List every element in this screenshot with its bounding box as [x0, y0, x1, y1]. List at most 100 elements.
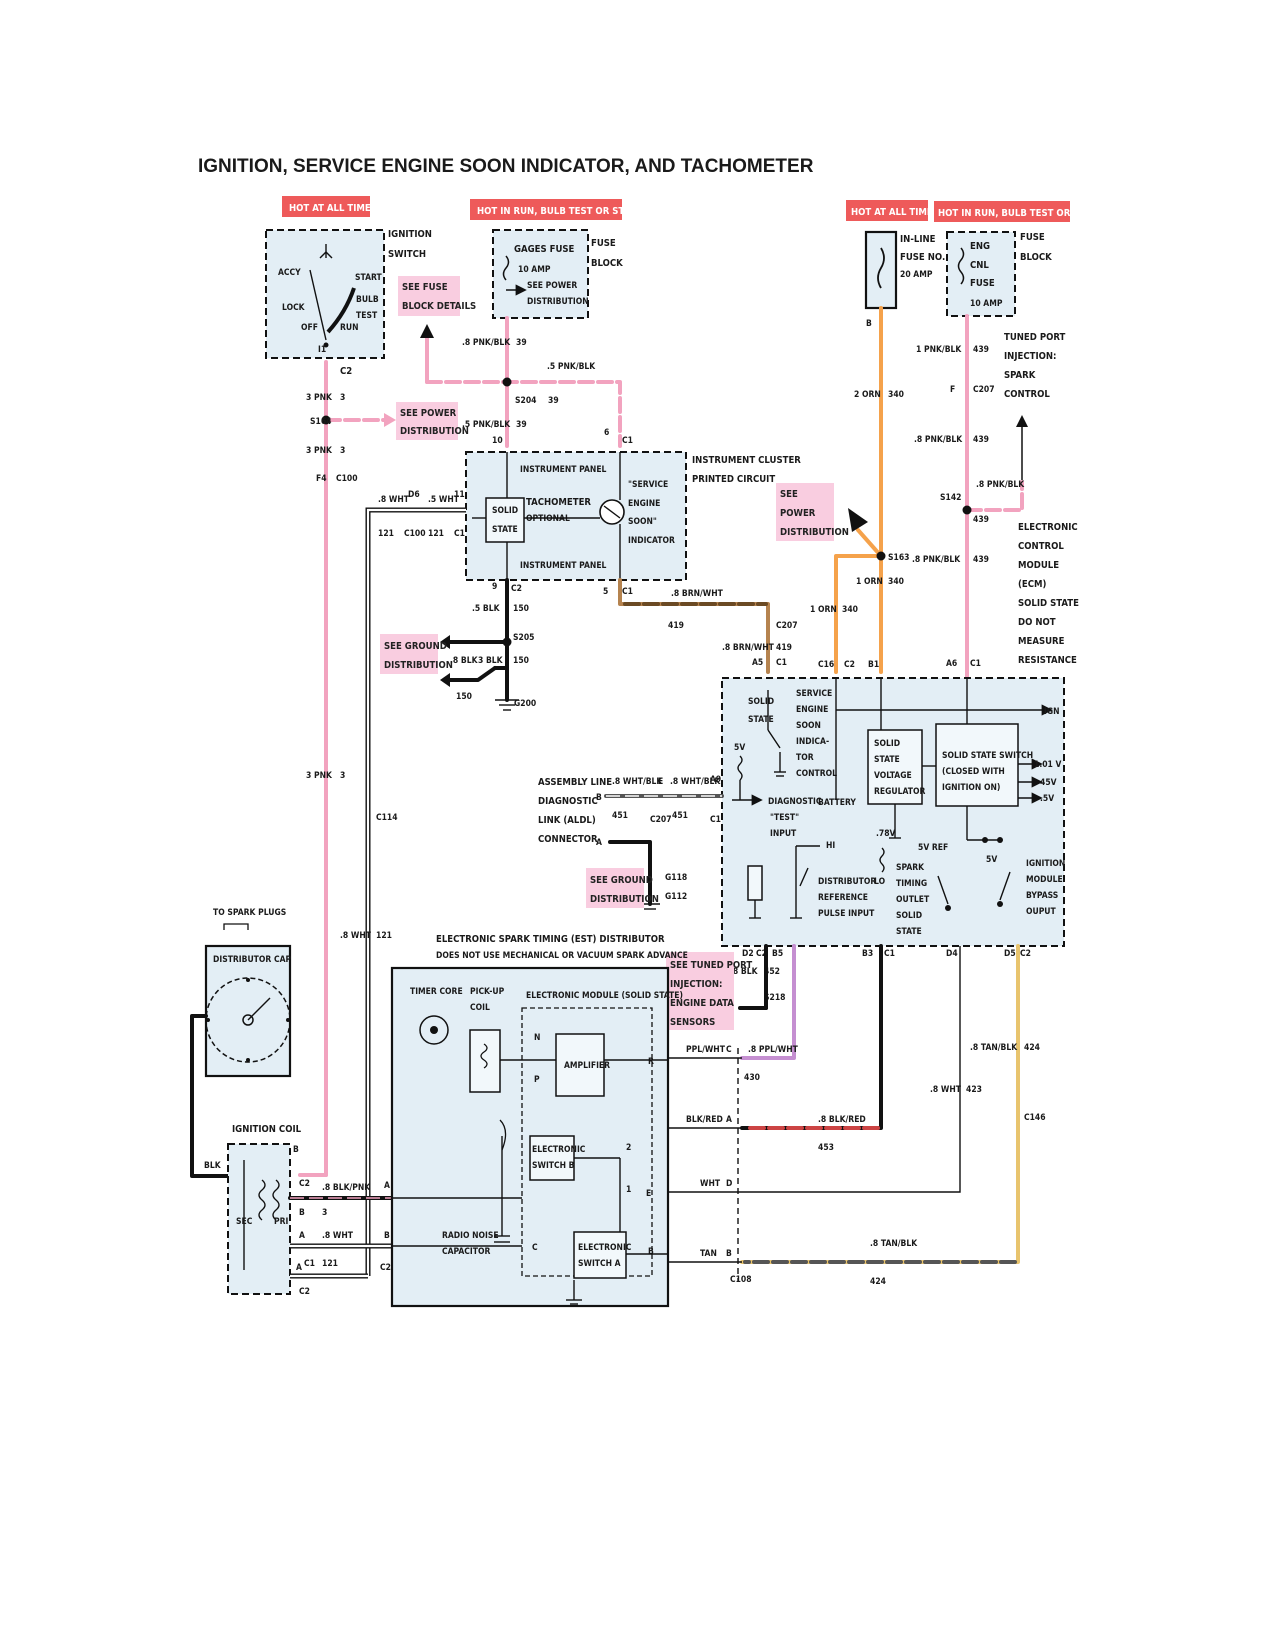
svg-text:CONTROL: CONTROL	[1018, 541, 1064, 552]
svg-text:R: R	[648, 1057, 654, 1067]
svg-text:TO SPARK PLUGS: TO SPARK PLUGS	[213, 908, 286, 918]
svg-text:5V: 5V	[986, 855, 997, 865]
svg-text:C2: C2	[1020, 949, 1031, 959]
svg-text:BLOCK DETAILS: BLOCK DETAILS	[402, 301, 476, 312]
svg-text:TACHOMETER: TACHOMETER	[526, 497, 591, 508]
lower-wire-labels: PPL/WHT C .8 PPL/WHT 430 BLK/RED A .8 BL…	[686, 1043, 1046, 1287]
svg-text:IGNITION: IGNITION	[1026, 859, 1065, 869]
svg-text:121: 121	[376, 931, 392, 941]
svg-text:PICK-UP: PICK-UP	[470, 987, 505, 997]
svg-text:C2: C2	[511, 584, 522, 594]
svg-text:IGNITION: IGNITION	[388, 229, 432, 240]
c108-connector-line	[668, 1048, 742, 1282]
svg-text:20 AMP: 20 AMP	[900, 270, 933, 280]
svg-text:340: 340	[888, 390, 904, 400]
svg-text:PRINTED CIRCUIT: PRINTED CIRCUIT	[692, 474, 775, 485]
svg-text:11: 11	[454, 490, 465, 500]
svg-text:CNL: CNL	[970, 260, 989, 271]
svg-text:SWITCH B: SWITCH B	[532, 1161, 575, 1171]
hot-label-3: HOT AT ALL TIMES	[846, 200, 939, 221]
ecm-lower-wires	[738, 944, 1020, 1264]
svg-text:TIMING: TIMING	[896, 879, 927, 889]
svg-text:SWITCH: SWITCH	[388, 249, 426, 260]
svg-text:TIMER CORE: TIMER CORE	[410, 987, 463, 997]
svg-text:39: 39	[516, 338, 527, 348]
est-distributor-label: ELECTRONIC SPARK TIMING (EST) DISTRIBUTO…	[436, 934, 688, 961]
svg-text:439: 439	[973, 515, 989, 525]
svg-text:2: 2	[626, 1143, 631, 1153]
svg-text:ENGINE: ENGINE	[796, 705, 828, 715]
svg-text:INJECTION:: INJECTION:	[1004, 351, 1056, 362]
svg-text:PRI: PRI	[274, 1217, 288, 1227]
svg-text:1 ORN: 1 ORN	[810, 605, 837, 615]
svg-text:OPTIONAL: OPTIONAL	[526, 514, 570, 524]
svg-text:C108: C108	[730, 1275, 752, 1285]
hot-label-1: HOT AT ALL TIMES	[282, 196, 377, 217]
svg-text:B1: B1	[868, 660, 879, 670]
svg-text:INDICA-: INDICA-	[796, 737, 829, 747]
svg-text:"TEST": "TEST"	[770, 813, 799, 823]
svg-text:1 PNK/BLK: 1 PNK/BLK	[916, 345, 962, 355]
svg-text:.8 TAN/BLK: .8 TAN/BLK	[870, 1239, 918, 1249]
svg-text:B: B	[384, 1231, 390, 1241]
svg-text:C146: C146	[1024, 1113, 1046, 1123]
svg-text:1.01 V: 1.01 V	[1034, 760, 1062, 770]
svg-text:C: C	[532, 1243, 538, 1253]
svg-text:BULB: BULB	[356, 295, 379, 305]
svg-text:A: A	[296, 1263, 302, 1273]
svg-text:HOT AT ALL TIMES: HOT AT ALL TIMES	[851, 207, 939, 218]
svg-text:A: A	[299, 1231, 305, 1241]
svg-text:6: 6	[604, 428, 609, 438]
svg-text:AMPLIFIER: AMPLIFIER	[564, 1061, 610, 1071]
svg-text:SOON": SOON"	[628, 517, 657, 527]
svg-text:DISTRIBUTION: DISTRIBUTION	[527, 297, 589, 307]
svg-text:C100: C100	[404, 529, 426, 539]
svg-text:ELECTRONIC MODULE (SOLID STATE: ELECTRONIC MODULE (SOLID STATE)	[526, 991, 683, 1001]
svg-text:423: 423	[966, 1085, 982, 1095]
svg-text:F4: F4	[316, 474, 327, 484]
svg-text:LOCK: LOCK	[282, 303, 306, 313]
svg-text:453: 453	[818, 1143, 834, 1153]
svg-text:MODULE: MODULE	[1018, 560, 1059, 571]
svg-text:424: 424	[870, 1277, 886, 1287]
svg-text:(ECM): (ECM)	[1018, 579, 1047, 590]
svg-text:RUN: RUN	[340, 323, 359, 333]
see-power-note-right: SEE POWER DISTRIBUTION	[776, 483, 849, 541]
svg-text:3: 3	[322, 1208, 327, 1218]
svg-text:SEC: SEC	[236, 1217, 253, 1227]
svg-text:P: P	[534, 1075, 540, 1085]
svg-text:DOES NOT USE MECHANICAL OR VAC: DOES NOT USE MECHANICAL OR VACUUM SPARK …	[436, 951, 688, 961]
svg-text:A: A	[596, 838, 602, 848]
svg-text:150: 150	[513, 656, 529, 666]
svg-text:.8 PPL/WHT: .8 PPL/WHT	[748, 1045, 799, 1055]
svg-text:3: 3	[340, 393, 345, 403]
svg-text:HOT IN RUN, BULB TEST OR START: HOT IN RUN, BULB TEST OR START	[477, 206, 642, 217]
ecm-module: SOLID STATE SERVICE ENGINE SOON INDICA- …	[721, 677, 1065, 947]
eng-cnl-fuse-box: ENG CNL FUSE 10 AMP FUSE BLOCK	[946, 231, 1052, 317]
svg-text:.5 WHT: .5 WHT	[428, 495, 460, 505]
svg-text:LO: LO	[874, 877, 886, 887]
svg-text:.5 BLK: .5 BLK	[472, 604, 501, 614]
ecm-bottom-pins: D2 C2 B5 .8 BLK 452 S218 B3 C1 D4 D5 C2	[730, 949, 1031, 1003]
svg-text:DO NOT: DO NOT	[1018, 617, 1056, 628]
svg-text:SOON: SOON	[796, 721, 821, 731]
svg-text:10 AMP: 10 AMP	[970, 299, 1003, 309]
svg-text:424: 424	[1024, 1043, 1040, 1053]
svg-text:SEE: SEE	[780, 489, 798, 500]
svg-text:SWITCH A: SWITCH A	[578, 1259, 621, 1269]
svg-text:D2: D2	[742, 949, 754, 959]
svg-text:.8 WHT: .8 WHT	[378, 495, 410, 505]
svg-text:"SERVICE: "SERVICE	[628, 480, 668, 490]
svg-text:340: 340	[842, 605, 858, 615]
svg-text:WHT: WHT	[700, 1179, 721, 1189]
svg-text:SEE TUNED PORT: SEE TUNED PORT	[670, 960, 752, 971]
svg-text:3 PNK: 3 PNK	[306, 771, 333, 781]
svg-text:INDICATOR: INDICATOR	[628, 536, 675, 546]
svg-text:121: 121	[378, 529, 394, 539]
gages-fuse-box: GAGES FUSE 10 AMP SEE POWER DISTRIBUTION…	[492, 229, 623, 319]
svg-text:N: N	[534, 1033, 540, 1043]
svg-text:1: 1	[626, 1185, 631, 1195]
svg-text:.8 TAN/BLK: .8 TAN/BLK	[970, 1043, 1018, 1053]
diagram-title: IGNITION, SERVICE ENGINE SOON INDICATOR,…	[198, 156, 814, 177]
